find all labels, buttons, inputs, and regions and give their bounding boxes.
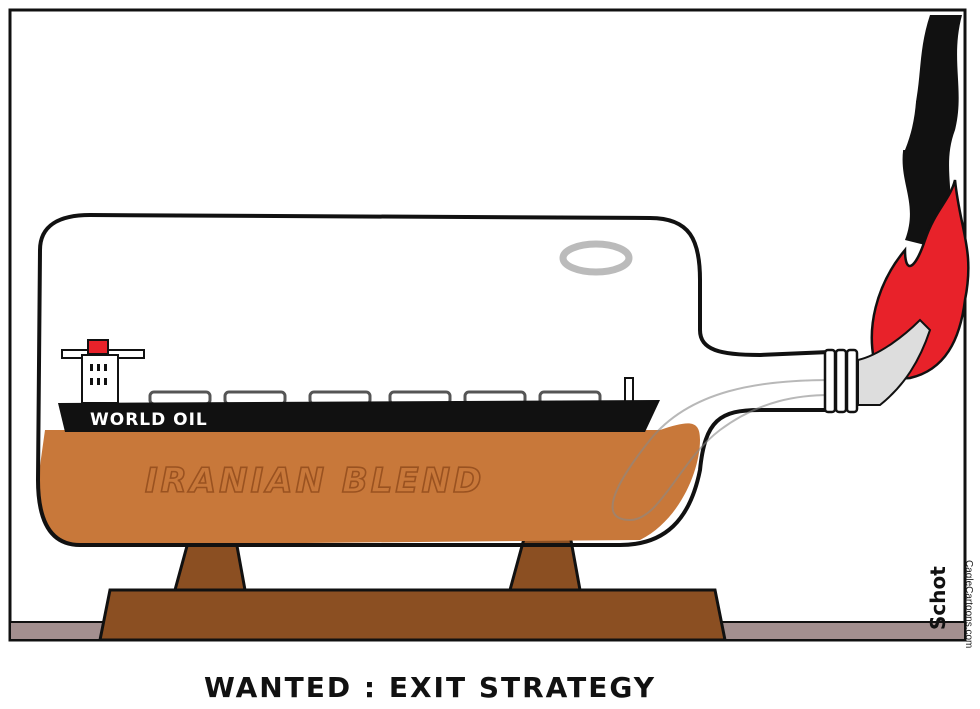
bottle [35,212,832,547]
smoke [895,15,962,250]
tanker-ship: WORLD OIL [58,339,660,432]
bottle-mouth [823,348,859,414]
bottle-stand [98,533,727,642]
liquid-label: IRANIAN BLEND [145,461,484,501]
flame [870,179,970,382]
ship-label: WORLD OIL [90,410,208,430]
artist-signature: Schot [926,566,950,630]
credit-text: CagleCartoons.com [963,560,974,648]
caption: WANTED : EXIT STRATEGY [204,671,656,704]
glass-highlight [559,240,633,276]
oil-liquid [38,423,700,545]
